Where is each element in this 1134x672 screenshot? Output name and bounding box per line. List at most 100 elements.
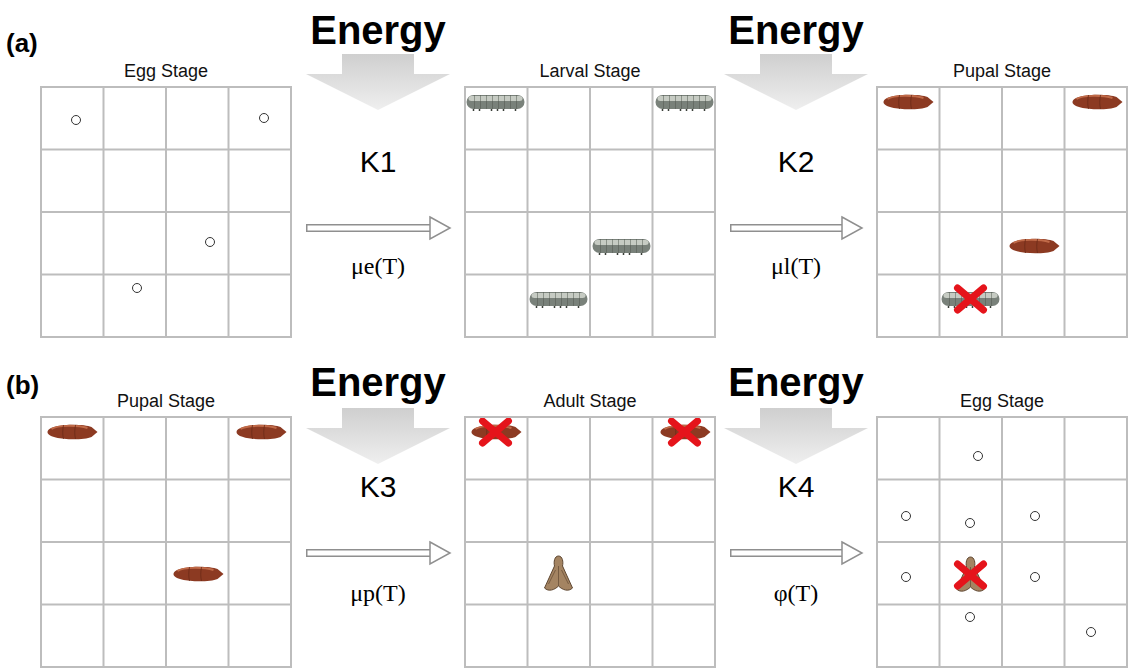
grid-outline [40, 86, 292, 338]
stage-grid: Adult Stage [464, 391, 716, 668]
grid-line [876, 149, 1128, 151]
death-mark [483, 421, 509, 443]
egg [1031, 512, 1040, 521]
energy-arrow [724, 408, 868, 464]
energy-arrow [306, 408, 450, 464]
larva [656, 95, 714, 111]
death-mark [958, 564, 984, 586]
stage-title: Pupal Stage [876, 61, 1128, 86]
energy-label: Energy [310, 360, 446, 404]
grid-line [40, 416, 292, 418]
grid-line [464, 604, 716, 606]
transition-arrow [730, 217, 862, 239]
arrow-shaft [306, 549, 430, 557]
pupa [237, 425, 287, 440]
grid-outline [464, 86, 716, 338]
grid-line [876, 274, 1128, 276]
rate-constant: K3 [360, 470, 397, 503]
rate-constant: K1 [360, 145, 397, 178]
arrow-head [842, 542, 862, 564]
egg [966, 613, 975, 622]
egg [72, 116, 81, 125]
larva [467, 95, 525, 111]
arrow-shaft-inner [732, 551, 844, 556]
egg [133, 284, 142, 293]
transition-arrow [730, 542, 862, 564]
pupa [174, 567, 224, 582]
larva [593, 239, 651, 255]
stage-title: Egg Stage [876, 391, 1128, 416]
grid-line [876, 211, 1128, 213]
grid-line [876, 336, 1128, 338]
energy-label: Energy [728, 360, 864, 404]
grid-line [464, 274, 716, 276]
grid-line [464, 666, 716, 668]
panel-letter: (a) [6, 28, 38, 58]
stage-grid: Egg Stage [876, 391, 1128, 668]
stage-title: Egg Stage [40, 61, 292, 86]
grid-line [40, 479, 292, 481]
arrow-head [430, 217, 450, 239]
pupa [48, 425, 98, 440]
arrow-shaft-inner [308, 226, 432, 231]
arrow-head [842, 217, 862, 239]
egg [260, 114, 269, 123]
transition-arrow [306, 217, 450, 239]
energy-arrow [306, 54, 450, 110]
panel-letter: (b) [6, 370, 39, 400]
death-mark [958, 288, 984, 310]
grid-line [464, 149, 716, 151]
rate-constant: K4 [778, 470, 815, 503]
stage-grid: Pupal Stage [876, 61, 1128, 338]
grid-line [40, 211, 292, 213]
grid-line [876, 666, 1128, 668]
egg [902, 573, 911, 582]
egg [206, 238, 215, 247]
arrow-shaft-inner [732, 226, 844, 231]
grid-line [464, 479, 716, 481]
egg [1087, 628, 1096, 637]
grid-line [876, 541, 1128, 543]
grid-line [464, 416, 716, 418]
grid-line [464, 541, 716, 543]
rate-label: μl(T) [771, 253, 821, 279]
grid-line [464, 336, 716, 338]
grid-outline [464, 416, 716, 668]
egg [902, 512, 911, 521]
grid-line [40, 604, 292, 606]
egg [974, 452, 983, 461]
stage-title: Larval Stage [464, 61, 716, 86]
energy-label: Energy [310, 8, 446, 52]
arrow-shaft-inner [308, 551, 432, 556]
death-mark [672, 421, 698, 443]
grid-outline [40, 416, 292, 668]
rate-label: φ(T) [774, 580, 819, 606]
pupa [1073, 95, 1123, 110]
grid-line [464, 211, 716, 213]
egg [966, 519, 975, 528]
larva [530, 292, 588, 308]
arrow-head [430, 542, 450, 564]
energy-label: Energy [728, 8, 864, 52]
arrow-shaft [730, 224, 842, 232]
grid-line [876, 86, 1128, 88]
transition-arrow [306, 542, 450, 564]
stage-title: Pupal Stage [40, 391, 292, 416]
grid-line [40, 86, 292, 88]
pupa [1010, 239, 1060, 254]
grid-line [876, 416, 1128, 418]
moth [545, 556, 573, 590]
egg [1031, 573, 1040, 582]
rate-label: μp(T) [350, 580, 406, 606]
rate-label: μe(T) [351, 253, 405, 279]
moth [957, 557, 985, 591]
grid-line [464, 86, 716, 88]
grid-line [876, 479, 1128, 481]
stage-title: Adult Stage [464, 391, 716, 416]
grid-outline [876, 416, 1128, 668]
grid-line [40, 541, 292, 543]
grid-line [40, 666, 292, 668]
stage-grid: Egg Stage [40, 61, 292, 338]
arrow-shaft [306, 224, 430, 232]
